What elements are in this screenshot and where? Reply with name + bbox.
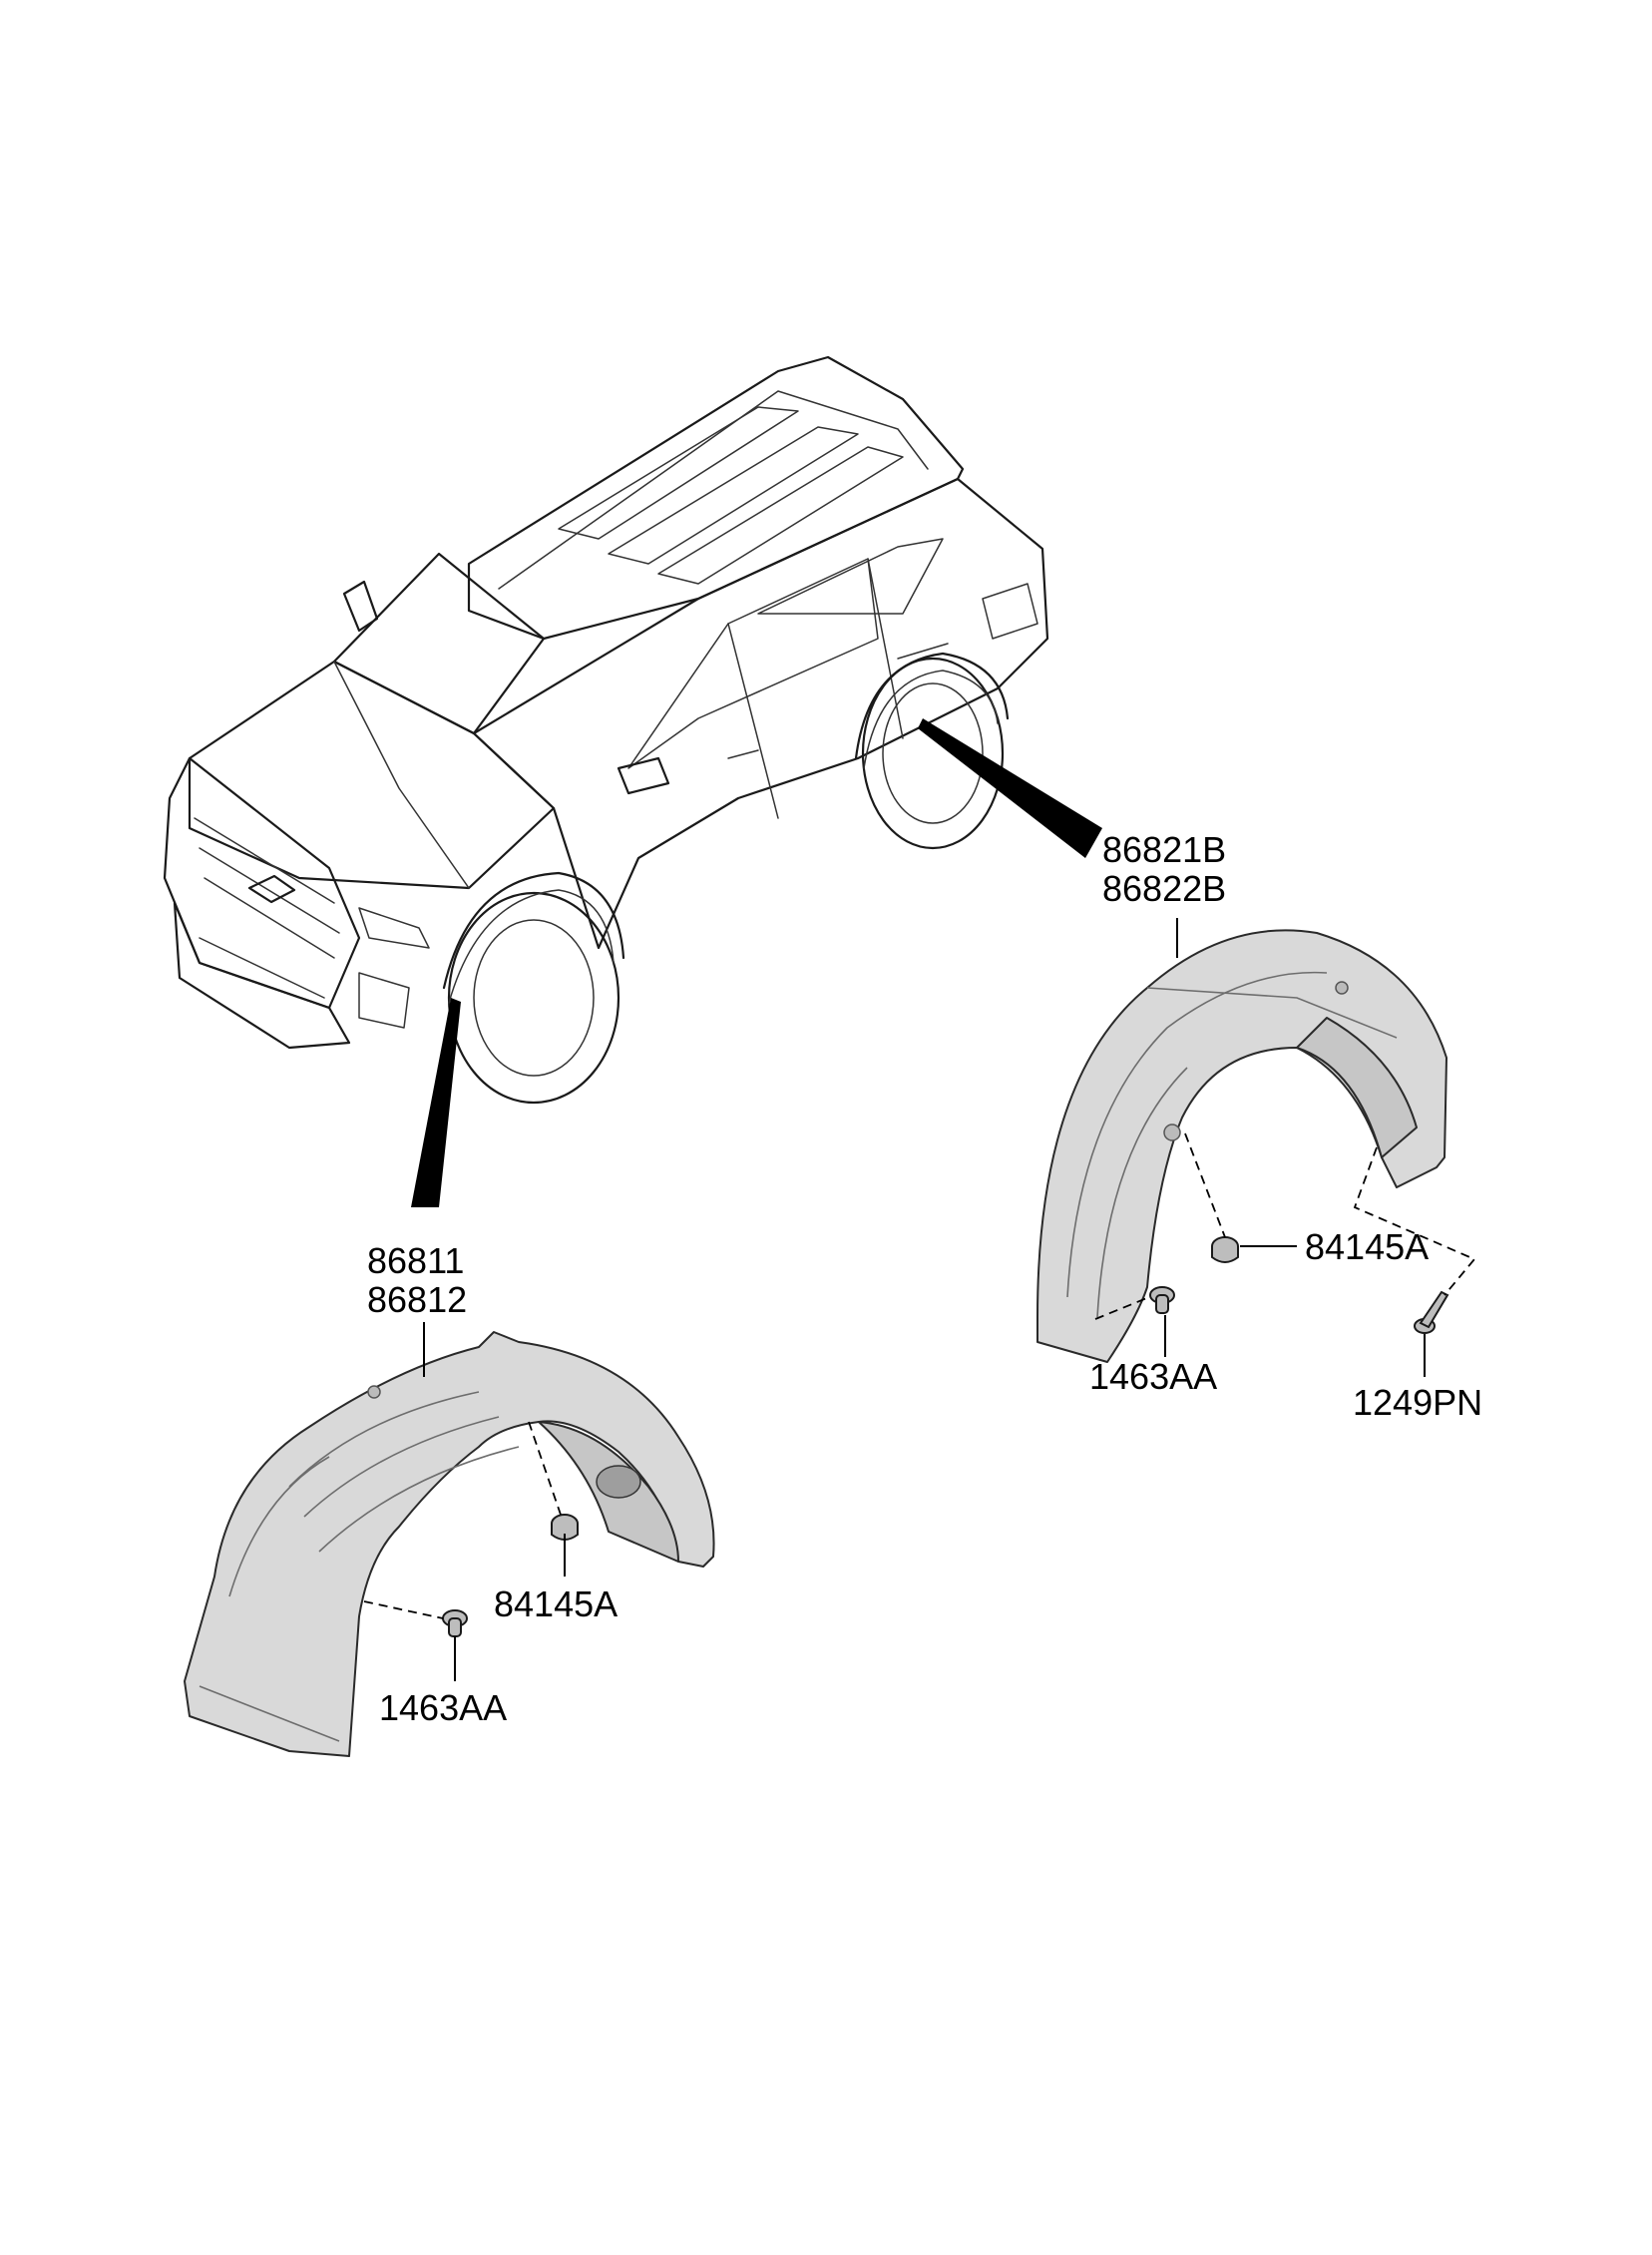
label-rear-liner-lh: 86821B: [1102, 829, 1226, 870]
label-front-liner-lh: 86811: [367, 1240, 464, 1281]
front-arch-pointer: [411, 998, 461, 1207]
label-front-clip: 1463AA: [379, 1687, 507, 1728]
rear-clip-fastener: [1149, 1286, 1175, 1314]
front-nut-install-line: [528, 1421, 562, 1516]
front-clip-fastener: [442, 1609, 468, 1637]
label-rear-clip: 1463AA: [1089, 1356, 1217, 1397]
label-rear-liner-rh: 86822B: [1102, 868, 1226, 909]
rear-screw-install-line: [1353, 1146, 1476, 1296]
label-front-nut: 84145A: [494, 1583, 618, 1624]
front-nut-fastener: [551, 1514, 579, 1541]
front-wheel-liner: [184, 1331, 715, 1757]
label-front-liner-rh: 86812: [367, 1279, 467, 1320]
rear-arch-pointer: [918, 718, 1102, 858]
rear-nut-fastener: [1211, 1236, 1239, 1263]
rear-nut-install-line: [1184, 1132, 1226, 1238]
front-clip-install-line: [363, 1600, 444, 1619]
rear-liner-inner: [1296, 1017, 1418, 1158]
vehicle-outline: [163, 355, 1049, 1105]
rear-clip-install-line: [1094, 1296, 1150, 1320]
rear-wheel-liner: [1036, 929, 1447, 1363]
label-rear-screw: 1249PN: [1353, 1382, 1482, 1423]
front-liner-shell: [184, 1331, 715, 1757]
label-rear-nut: 84145A: [1305, 1226, 1429, 1267]
rear-screw-fastener: [1414, 1290, 1449, 1334]
